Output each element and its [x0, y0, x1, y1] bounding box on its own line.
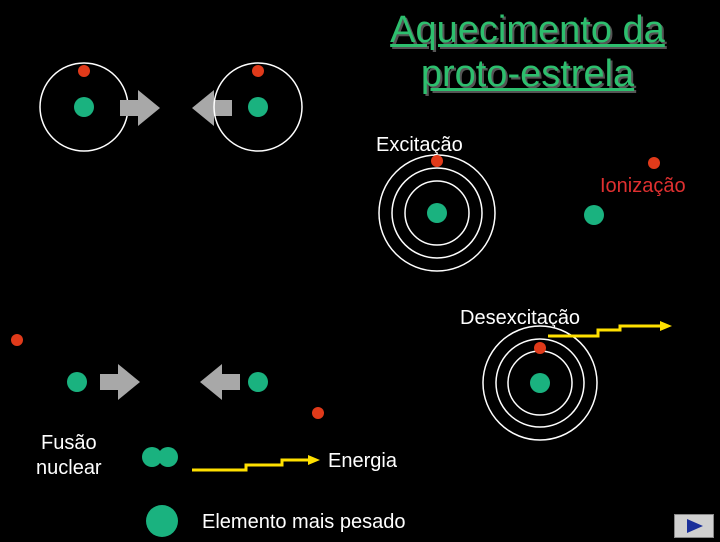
- arrow-left: [192, 90, 232, 126]
- nucleus-left: [67, 372, 87, 392]
- label-excitation: Excitação: [376, 134, 463, 156]
- electron: [534, 342, 546, 354]
- arrow-left: [200, 364, 240, 400]
- arrow-right: [120, 90, 160, 126]
- label-energy: Energia: [328, 450, 397, 472]
- electron: [78, 65, 90, 77]
- nucleus: [74, 97, 94, 117]
- arrow-right: [100, 364, 140, 400]
- atom-left: [39, 62, 129, 152]
- free-electron-right: [312, 407, 324, 419]
- label-ionization: Ionização: [600, 175, 686, 197]
- play-triangle-icon: [687, 519, 703, 533]
- page-title: Aquecimento da proto-estrela: [340, 8, 715, 96]
- label-deexcitation: Desexcitação: [460, 307, 581, 329]
- outer-orbit: [482, 325, 598, 441]
- energy-arrow: [192, 455, 320, 472]
- nucleus: [248, 97, 268, 117]
- atom-deexcitation: [482, 325, 598, 441]
- free-electron-left: [11, 334, 23, 346]
- label-fusion: Fusão nuclear: [36, 432, 102, 479]
- orbit: [213, 62, 303, 152]
- ionized-nucleus: [584, 205, 604, 225]
- electron: [252, 65, 264, 77]
- nucleus: [427, 203, 447, 223]
- title-line-1: Aquecimento da: [390, 9, 665, 51]
- atom-excitation: [378, 154, 496, 272]
- nucleus: [530, 373, 550, 393]
- inner-orbit-2: [404, 180, 470, 246]
- fused-nucleus-a: [142, 447, 162, 467]
- inner-orbit: [391, 167, 483, 259]
- photon-arrow: [548, 321, 672, 338]
- heavier-nucleus: [146, 505, 178, 537]
- inner-orbit: [495, 338, 585, 428]
- label-heavier-element: Elemento mais pesado: [202, 511, 406, 533]
- electron: [431, 155, 443, 167]
- fused-nucleus-b: [158, 447, 178, 467]
- title-line-2: proto-estrela: [420, 53, 635, 95]
- next-slide-button[interactable]: [674, 514, 714, 538]
- ionized-electron: [648, 157, 660, 169]
- nucleus-right: [248, 372, 268, 392]
- atom-right: [213, 62, 303, 152]
